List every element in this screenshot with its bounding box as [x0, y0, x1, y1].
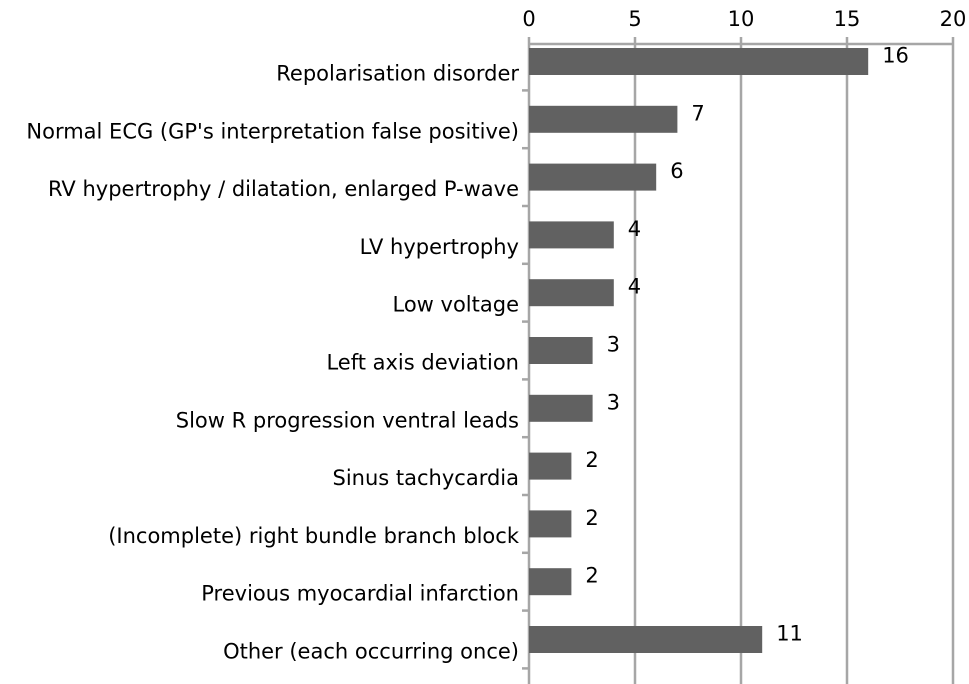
data-label: 6 [670, 159, 683, 183]
bar [529, 568, 572, 596]
bar [529, 48, 869, 75]
x-tick-label: 10 [728, 7, 755, 31]
data-label: 4 [628, 217, 641, 241]
x-tick-label: 20 [940, 7, 967, 31]
data-label: 11 [776, 622, 803, 646]
category-label: Sinus tachycardia [333, 466, 520, 490]
bar [529, 163, 657, 191]
category-label: Normal ECG (GP's interpretation false po… [26, 119, 519, 143]
data-label: 2 [585, 506, 598, 530]
x-tick-label: 5 [628, 7, 641, 31]
x-tick-label: 0 [522, 7, 535, 31]
category-label: Repolarisation disorder [276, 62, 519, 86]
data-label: 4 [628, 275, 641, 299]
x-axis: 0 5 10 15 20 [522, 7, 967, 46]
bar [529, 221, 614, 249]
category-label: Previous myocardial infarction [201, 582, 519, 606]
data-label: 3 [607, 390, 620, 414]
bar [529, 337, 593, 364]
bar [529, 626, 763, 653]
data-label: 16 [882, 44, 909, 68]
data-label: 3 [607, 333, 620, 357]
category-label: Other (each occurring once) [223, 640, 519, 664]
bar [529, 394, 593, 422]
bar [529, 452, 572, 480]
bar [529, 279, 614, 307]
category-label: RV hypertrophy / dilatation, enlarged P-… [48, 177, 519, 201]
data-labels: 16 7 6 4 4 3 3 2 2 2 11 [585, 44, 909, 646]
category-label: (Incomplete) right bundle branch block [108, 524, 520, 548]
category-label: Left axis deviation [326, 351, 519, 375]
x-tick-label: 15 [834, 7, 861, 31]
data-label: 2 [585, 564, 598, 588]
bars [529, 48, 869, 653]
category-label: Low voltage [393, 293, 520, 317]
category-label: Slow R progression ventral leads [176, 408, 519, 432]
data-label: 2 [585, 448, 598, 472]
bar [529, 510, 572, 538]
category-label: LV hypertrophy [360, 235, 519, 259]
bar [529, 105, 678, 133]
data-label: 7 [691, 101, 704, 125]
